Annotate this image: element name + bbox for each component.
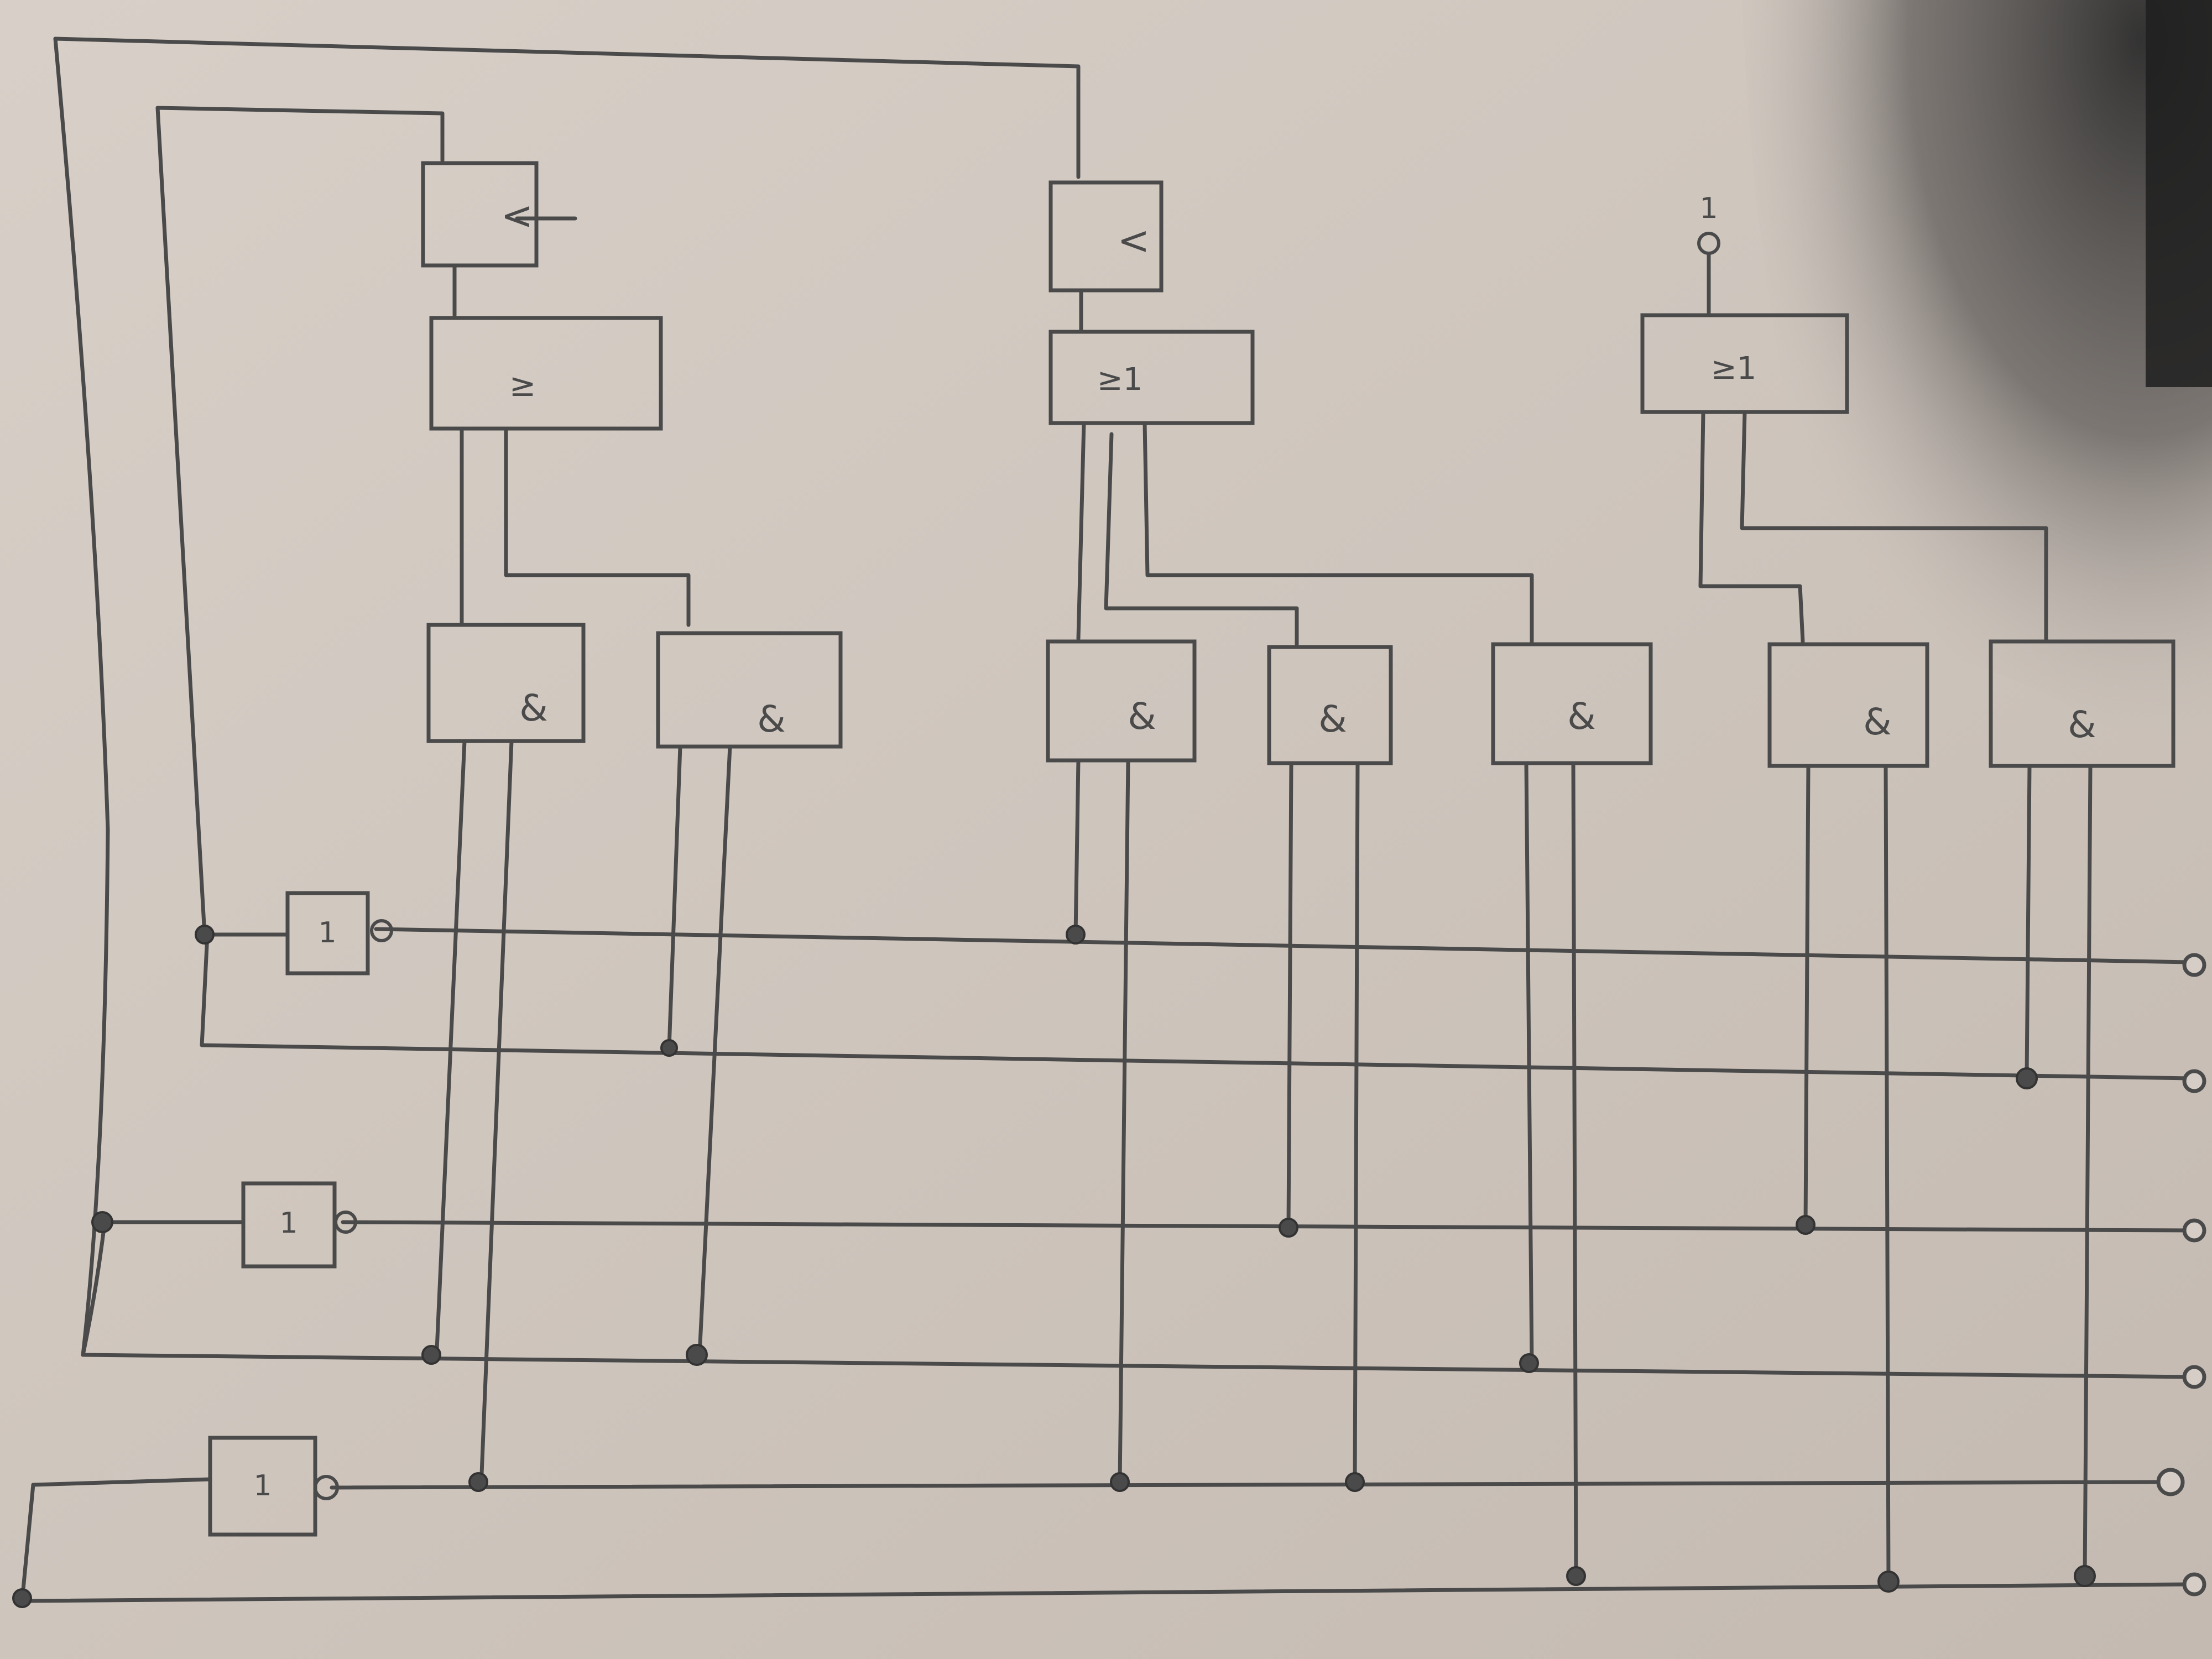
and-gate-2: & — [656, 631, 843, 749]
compare-block-1: ≥ — [429, 316, 663, 431]
gate-input-wires — [435, 739, 2093, 1584]
and-gate-5-symbol: & — [1567, 695, 1595, 738]
and-gate-1: & — [426, 623, 586, 743]
compare-1-symbol: ≥ — [509, 366, 536, 404]
not-gate-2-symbol: 1 — [279, 1207, 298, 1240]
photo-shadow-edge — [2146, 0, 2212, 387]
output-terminal-1[interactable] — [2182, 953, 2206, 977]
constant-one-label: 1 — [1699, 192, 1718, 225]
output-terminals — [2156, 953, 2206, 1597]
not-gate-3: 1 — [208, 1436, 339, 1537]
junction-nodes — [12, 925, 2096, 1608]
output-terminal-6[interactable] — [2182, 1572, 2206, 1597]
and-gate-4-symbol: & — [1318, 698, 1347, 740]
flipflop-block-1: < — [421, 161, 577, 317]
flipflop-2-symbol: < — [1118, 218, 1150, 263]
and-gate-4: & — [1267, 645, 1393, 765]
and-gate-3: & — [1046, 639, 1197, 763]
and-gate-6: & — [1767, 642, 1929, 768]
input-terminal-top[interactable] — [1697, 232, 1720, 255]
and-gates: & & & & & & & — [426, 623, 2176, 768]
output-terminal-4[interactable] — [2182, 1365, 2206, 1389]
not-gate-1-symbol: 1 — [318, 916, 336, 950]
or-3-symbol: ≥1 — [1711, 351, 1757, 387]
feedback-wires — [53, 36, 1081, 1357]
flipflop-1-symbol: < — [501, 193, 534, 238]
or-block-2: ≥1 — [1048, 330, 1255, 425]
not-gate-3-symbol: 1 — [253, 1469, 272, 1503]
and-gate-6-symbol: & — [1863, 701, 1891, 743]
or-2-symbol: ≥1 — [1097, 362, 1143, 398]
and-gate-2-symbol: & — [757, 698, 785, 740]
and-gate-7-symbol: & — [2068, 703, 2096, 746]
output-terminal-5[interactable] — [2156, 1468, 2185, 1496]
and-gate-3-symbol: & — [1128, 695, 1156, 738]
output-terminal-2[interactable] — [2182, 1069, 2206, 1093]
and-gate-7: & — [1989, 639, 2176, 768]
not-gate-1: 1 — [285, 891, 393, 975]
flipflop-block-2: < — [1048, 180, 1164, 334]
not-gate-2: 1 — [241, 1181, 357, 1269]
photo-shadow — [1742, 0, 2212, 802]
block-to-gate-wires — [460, 410, 2048, 646]
output-terminal-3[interactable] — [2182, 1218, 2206, 1243]
and-gate-1-symbol: & — [519, 687, 547, 729]
